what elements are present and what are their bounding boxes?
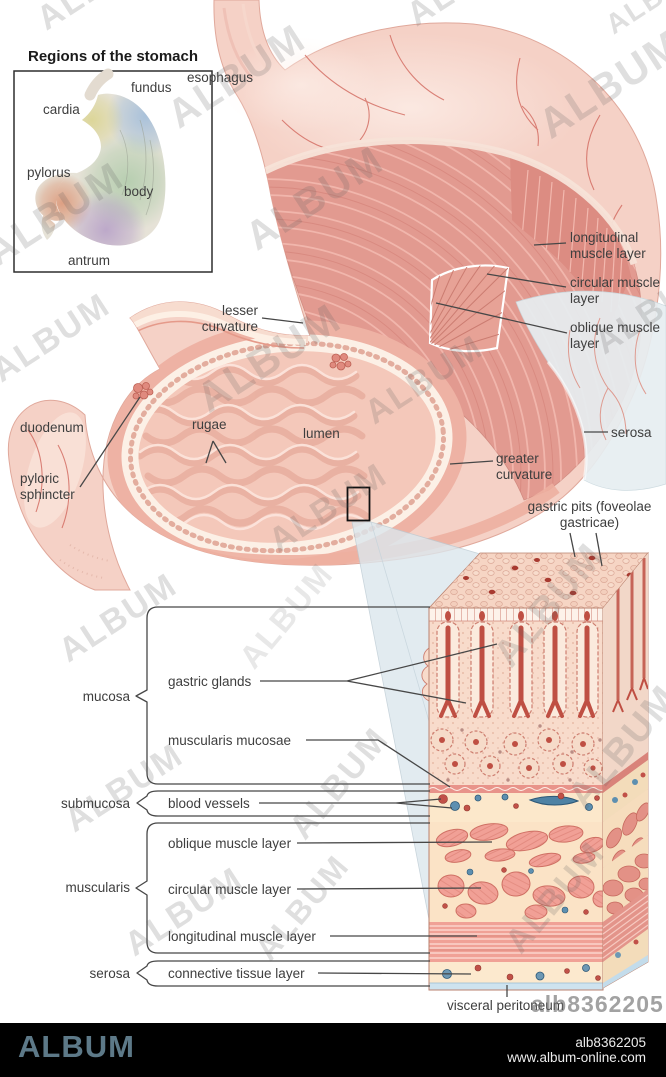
gastric-glands-graphic: [430, 611, 603, 782]
bracket-label-mucosa: mucosa: [82, 689, 130, 704]
footer-bar: ALBUM alb8362205 www.album-online.com: [0, 1023, 666, 1077]
bracket-label-submucosa: submucosa: [60, 796, 130, 811]
stomach-wall-tissue-block: [421, 551, 649, 991]
label-visceral-peritoneum: visceral peritoneum: [447, 998, 565, 1013]
inset-title: Regions of the stomach: [27, 48, 199, 65]
inset-label-body: body: [124, 184, 154, 199]
bracket-label-serosa: serosa: [89, 966, 130, 981]
label-connective-tissue-layer: connective tissue layer: [168, 966, 305, 981]
label-rugae: rugae: [192, 417, 227, 432]
image-id-watermark: alb8362205: [531, 991, 664, 1017]
leader-lines: [79, 242, 608, 997]
label-duodenum: duodenum: [20, 420, 84, 435]
inset-label-cardia: cardia: [43, 102, 80, 117]
sample-region-marker: [346, 486, 371, 522]
label-greater-curvature: greater curvature: [496, 451, 553, 482]
label-circular-muscle-layer: circular muscle layer: [570, 275, 661, 306]
footer-credit: alb8362205 www.album-online.com: [507, 1035, 646, 1065]
label-longitudinal-muscle-layer-wall: longitudinal muscle layer: [168, 929, 316, 944]
label-lesser-curvature: lesser curvature: [201, 303, 258, 334]
inset-label-antrum: antrum: [68, 253, 111, 268]
label-oblique-muscle-layer-wall: oblique muscle layer: [168, 836, 292, 851]
footer-image-id: alb8362205: [575, 1035, 646, 1050]
label-circular-muscle-layer-wall: circular muscle layer: [168, 882, 292, 897]
inset-label-fundus: fundus: [131, 80, 172, 95]
album-logo: ALBUM: [18, 1029, 135, 1064]
blood-vessels-graphic: [438, 792, 600, 812]
label-pyloric-sphincter: pyloric sphincter: [20, 471, 75, 502]
inset-label-pylorus: pylorus: [27, 165, 71, 180]
pyloric-sphincter-tissue: [132, 353, 352, 400]
label-gastric-pits: gastric pits (foveolae gastricae): [527, 499, 652, 530]
label-muscularis-mucosae: muscularis mucosae: [168, 733, 292, 748]
serosa-sheet: [515, 290, 666, 491]
inset-regions-figure: [13, 68, 213, 273]
label-serosa: serosa: [611, 425, 652, 440]
footer-website: www.album-online.com: [507, 1050, 646, 1065]
main-stomach-figure: [7, 0, 666, 591]
label-lumen: lumen: [303, 426, 340, 441]
label-oblique-muscle-layer: oblique muscle layer: [570, 320, 661, 351]
bracket-label-muscularis: muscularis: [65, 880, 130, 895]
label-gastric-glands: gastric glands: [168, 674, 252, 689]
label-blood-vessels: blood vessels: [168, 796, 250, 811]
label-longitudinal-muscle-layer: longitudinal muscle layer: [570, 230, 646, 261]
label-esophagus: esophagus: [187, 70, 254, 85]
